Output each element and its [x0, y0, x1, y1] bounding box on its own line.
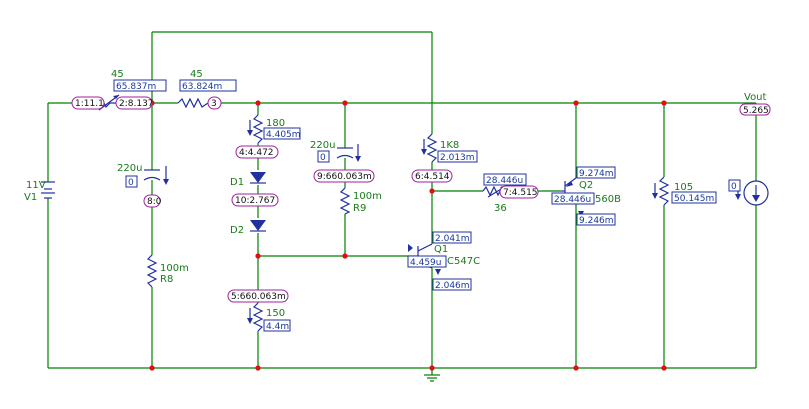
load-current-tag: 50.145m [671, 191, 717, 204]
rbot-value: 150 [266, 308, 285, 319]
svg-text:9.274m: 9.274m [579, 169, 614, 179]
d2-name: D2 [230, 225, 244, 236]
svg-text:4:4.472: 4:4.472 [239, 148, 274, 158]
r9-value: 100m [353, 191, 382, 202]
svg-text:28.446u: 28.446u [554, 195, 591, 205]
svg-text:2.013m: 2.013m [440, 153, 475, 163]
q2-model: 560B [595, 194, 621, 205]
svg-text:0: 0 [731, 182, 737, 192]
d1-name: D1 [230, 177, 244, 188]
c2-value: 220u [310, 140, 335, 151]
svg-text:4.4m: 4.4m [266, 322, 289, 332]
rtop-current-tag: 4.405m [263, 127, 301, 140]
v1-value: 11V [26, 180, 46, 191]
q1-emitter-tag: 2.046m [432, 278, 472, 291]
node-tag-5: 5:660.063m [227, 289, 289, 303]
svg-text:2:8.137: 2:8.137 [119, 99, 154, 109]
svg-text:8:0: 8:0 [147, 197, 162, 207]
node-tag-9: 9:660.063m [313, 169, 375, 183]
node-tag-3: 3 [207, 96, 222, 110]
resistor-rbot[interactable]: 150 4.4m [247, 302, 291, 332]
r8-value: 100m [160, 263, 189, 274]
node-tag-2: 2:8.137 [115, 96, 154, 110]
svg-text:2.041m: 2.041m [435, 234, 470, 244]
svg-text:50.145m: 50.145m [674, 194, 714, 204]
rbot-current-tag: 4.4m [263, 319, 291, 332]
battery-v1[interactable]: 11V V1 [24, 180, 55, 203]
svg-text:4.459u: 4.459u [410, 258, 441, 268]
ground-symbol [424, 374, 440, 382]
svg-text:0: 0 [320, 153, 326, 163]
svg-text:2.046m: 2.046m [435, 281, 470, 291]
rin-value: 45 [111, 69, 124, 80]
r1k8-value: 1K8 [440, 140, 459, 151]
rtop-value: 180 [266, 118, 285, 129]
wires [47, 31, 757, 375]
rbase-current-tag: 28.446u [483, 173, 527, 186]
load-value: 105 [674, 182, 693, 193]
current-source[interactable]: 0 [728, 179, 769, 206]
transistor-q1[interactable]: Q1 C547C 2.041m 4.459u 2.046m [407, 231, 480, 291]
vout-label: Vout [744, 92, 767, 103]
q1-collector-tag: 2.041m [432, 231, 472, 244]
svg-text:63.824m: 63.824m [182, 82, 222, 92]
node-tag-4: 4:4.472 [235, 145, 279, 159]
c1-value: 220u [117, 163, 142, 174]
svg-text:9.246m: 9.246m [579, 216, 614, 226]
svg-text:4.405m: 4.405m [266, 130, 301, 140]
junction-dots [149, 100, 667, 371]
resistor-load[interactable]: 105 50.145m [652, 176, 717, 206]
q2-base-tag: 28.446u [551, 192, 595, 205]
svg-text:28.446u: 28.446u [486, 176, 523, 186]
diode-d1[interactable]: D1 [230, 172, 266, 188]
resistor-r9[interactable]: 100m R9 [339, 187, 382, 215]
node-tag-10: 10:2.767 [231, 193, 279, 207]
source-current-tag: 0 [728, 179, 741, 192]
r8-name: R8 [160, 274, 173, 285]
resistor-rs2[interactable]: 45 63.824m [177, 69, 237, 109]
vout-probe[interactable]: Vout 5.265 [739, 92, 771, 116]
svg-text:10:2.767: 10:2.767 [235, 196, 275, 206]
svg-text:5.265: 5.265 [743, 106, 769, 116]
r9-name: R9 [353, 203, 366, 214]
node-tags: 1:11.1 2:8.137 3 4:4.472 5:660.063m 6:4.… [71, 96, 539, 303]
rs2-current-tag: 63.824m [179, 79, 237, 92]
svg-text:9:660.063m: 9:660.063m [317, 172, 372, 182]
r1k8-current-tag: 2.013m [437, 150, 478, 163]
rs2-value: 45 [190, 69, 203, 80]
svg-text:1:11.1: 1:11.1 [75, 99, 104, 109]
q1-name: Q1 [434, 244, 448, 255]
transistor-q2[interactable]: Q2 560B 9.274m 28.446u 9.246m [551, 166, 621, 226]
q1-base-tag: 4.459u [407, 255, 447, 268]
svg-text:5:660.063m: 5:660.063m [231, 292, 286, 302]
resistor-r1k8[interactable]: 1K8 2.013m [421, 133, 478, 163]
q2-emitter-tag: 9.246m [576, 213, 616, 226]
node-tag-6: 6:4.514 [411, 169, 453, 183]
v1-name: V1 [24, 192, 37, 203]
capacitor-c1[interactable]: 220u 0 [117, 163, 169, 188]
svg-text:65.837m: 65.837m [116, 82, 156, 92]
diode-d2[interactable]: D2 [230, 220, 266, 236]
q2-name: Q2 [579, 180, 593, 191]
svg-text:7:4.515: 7:4.515 [503, 188, 538, 198]
resistor-r8[interactable]: 100m R8 [146, 254, 189, 288]
c2-current-tag: 0 [317, 150, 330, 163]
capacitor-c2[interactable]: 220u 0 [310, 140, 361, 163]
rin-current-tag: 65.837m [113, 79, 167, 92]
node-tag-1: 1:11.1 [71, 96, 105, 110]
q1-model: C547C [447, 256, 480, 267]
rbase-value: 36 [494, 203, 507, 214]
svg-text:0: 0 [128, 178, 134, 188]
node-tag-8: 8:0 [143, 194, 162, 208]
c1-current-tag: 0 [125, 175, 138, 188]
node-tag-7: 7:4.515 [499, 185, 539, 199]
resistor-rtop[interactable]: 180 4.405m [247, 114, 301, 144]
svg-text:6:4.514: 6:4.514 [415, 172, 450, 182]
svg-text:3: 3 [211, 99, 217, 109]
q2-collector-tag: 9.274m [576, 166, 616, 179]
vout-voltage-tag: 5.265 [739, 103, 771, 116]
